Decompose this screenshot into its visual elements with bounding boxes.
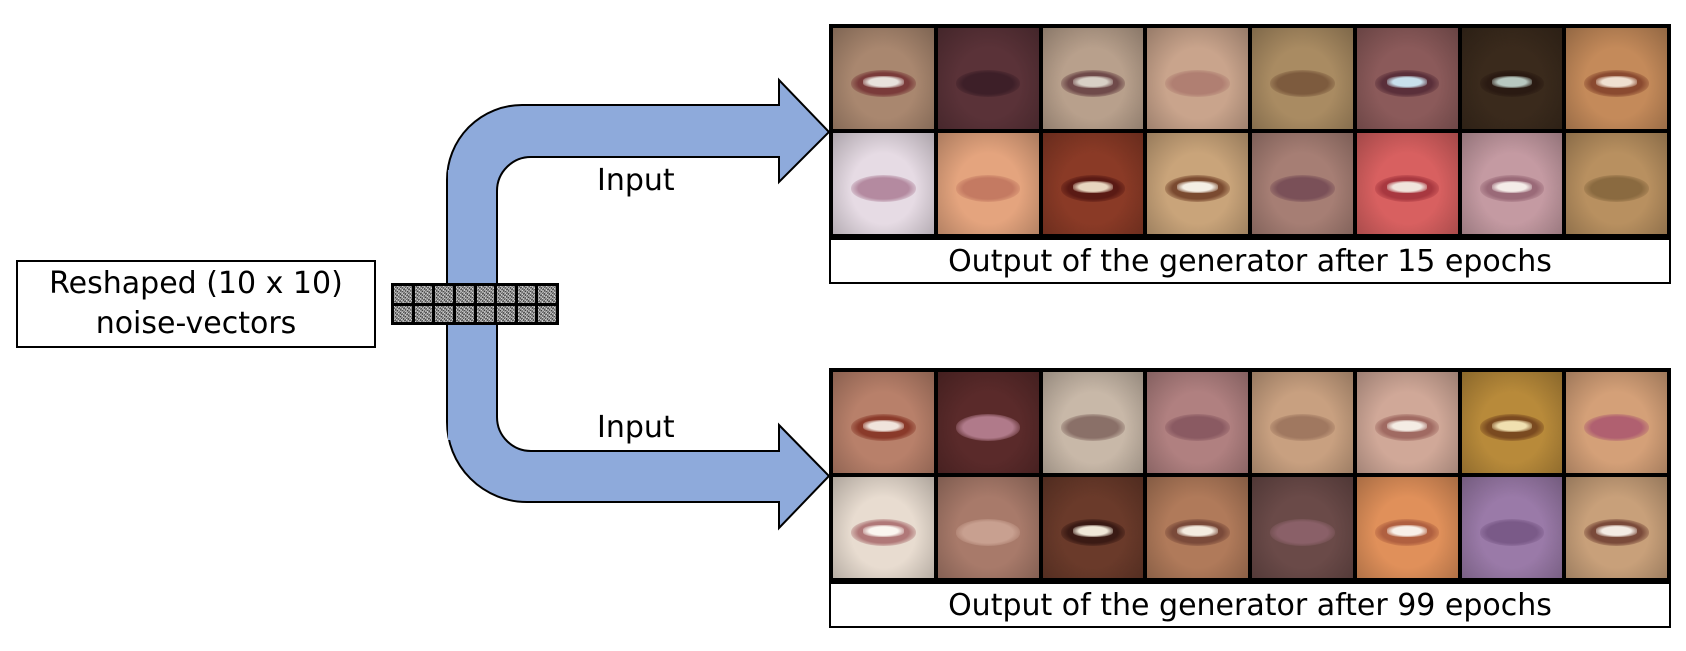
mouth-shape xyxy=(1270,70,1335,97)
teeth-shape xyxy=(1596,525,1637,537)
noise-vector-label-line2: noise-vectors xyxy=(95,306,297,341)
noise-cell xyxy=(435,286,453,303)
generated-mouth-image xyxy=(1147,133,1248,234)
mouth-shape xyxy=(955,414,1021,441)
generated-mouth-image xyxy=(1356,372,1458,473)
mouth-shape xyxy=(1479,519,1545,546)
generated-mouth-image xyxy=(1461,477,1563,578)
noise-vector-strip xyxy=(391,283,559,325)
generated-mouth-image xyxy=(1252,372,1353,473)
generated-mouth-image xyxy=(1042,477,1144,578)
generated-mouth-image xyxy=(937,477,1039,578)
generated-mouth-image xyxy=(1147,477,1248,578)
noise-cell xyxy=(455,305,474,322)
generated-mouth-image xyxy=(833,372,934,473)
teeth-shape xyxy=(863,420,904,432)
teeth-shape xyxy=(1177,525,1218,537)
teeth-shape xyxy=(1386,420,1428,432)
generated-mouth-image xyxy=(1252,477,1353,578)
noise-cell xyxy=(435,305,453,322)
teeth-shape xyxy=(1177,181,1218,193)
noise-vector-label-box: Reshaped (10 x 10) noise-vectors xyxy=(16,260,376,348)
generated-mouth-image xyxy=(1566,477,1667,578)
noise-cell xyxy=(497,286,515,303)
mouth-shape xyxy=(1060,414,1126,441)
noise-cell xyxy=(455,286,474,303)
generated-mouth-image xyxy=(1461,133,1563,234)
arrow-to-15-epochs xyxy=(446,77,831,306)
teeth-shape xyxy=(863,76,904,88)
generated-mouth-image xyxy=(1147,28,1248,129)
mouth-shape xyxy=(955,519,1021,546)
caption-99-epochs: Output of the generator after 99 epochs xyxy=(829,582,1671,628)
teeth-shape xyxy=(1386,76,1428,88)
generated-mouth-image xyxy=(1042,372,1144,473)
generator-output-grid-99-epochs xyxy=(829,368,1671,582)
mouth-shape xyxy=(1270,519,1335,546)
generated-mouth-image xyxy=(1566,28,1667,129)
noise-cell xyxy=(394,305,412,322)
mouth-shape xyxy=(955,70,1021,97)
generated-mouth-image xyxy=(1356,133,1458,234)
generated-mouth-image xyxy=(833,133,934,234)
mouth-shape xyxy=(851,175,916,202)
generated-mouth-image xyxy=(1461,372,1563,473)
noise-cell xyxy=(538,305,556,322)
generated-mouth-image xyxy=(937,133,1039,234)
noise-cell xyxy=(538,286,556,303)
teeth-shape xyxy=(1491,420,1533,432)
noise-cell xyxy=(517,286,536,303)
teeth-shape xyxy=(1491,181,1533,193)
generated-mouth-image xyxy=(937,372,1039,473)
generated-mouth-image xyxy=(1252,28,1353,129)
mouth-shape xyxy=(1584,414,1649,441)
generated-mouth-image xyxy=(1042,28,1144,129)
mouth-shape xyxy=(1165,414,1230,441)
generated-mouth-image xyxy=(1566,372,1667,473)
generator-output-grid-15-epochs xyxy=(829,24,1671,238)
generated-mouth-image xyxy=(1252,133,1353,234)
mouth-shape xyxy=(1165,70,1230,97)
mouth-shape xyxy=(1270,414,1335,441)
noise-cell xyxy=(414,305,433,322)
mouth-shape xyxy=(1270,175,1335,202)
teeth-shape xyxy=(1072,76,1114,88)
generated-mouth-image xyxy=(1147,372,1248,473)
mouth-shape xyxy=(955,175,1021,202)
noise-vector-label-line1: Reshaped (10 x 10) xyxy=(49,265,343,301)
teeth-shape xyxy=(1072,525,1114,537)
input-label-top: Input xyxy=(597,163,675,198)
noise-cell xyxy=(476,305,495,322)
generated-mouth-image xyxy=(1461,28,1563,129)
teeth-shape xyxy=(1596,76,1637,88)
teeth-shape xyxy=(1072,181,1114,193)
arrow-to-99-epochs xyxy=(446,304,831,531)
caption-15-epochs: Output of the generator after 15 epochs xyxy=(829,238,1671,284)
teeth-shape xyxy=(1386,525,1428,537)
generated-mouth-image xyxy=(833,28,934,129)
noise-cell xyxy=(414,286,433,303)
generated-mouth-image xyxy=(1566,133,1667,234)
noise-cell xyxy=(394,286,412,303)
generated-mouth-image xyxy=(1356,477,1458,578)
noise-cell xyxy=(497,305,515,322)
generated-mouth-image xyxy=(833,477,934,578)
teeth-shape xyxy=(1386,181,1428,193)
input-label-bottom: Input xyxy=(597,410,675,445)
teeth-shape xyxy=(863,525,904,537)
noise-cell xyxy=(517,305,536,322)
mouth-shape xyxy=(1584,175,1649,202)
generated-mouth-image xyxy=(1042,133,1144,234)
generated-mouth-image xyxy=(937,28,1039,129)
noise-cell xyxy=(476,286,495,303)
teeth-shape xyxy=(1491,76,1533,88)
generated-mouth-image xyxy=(1356,28,1458,129)
